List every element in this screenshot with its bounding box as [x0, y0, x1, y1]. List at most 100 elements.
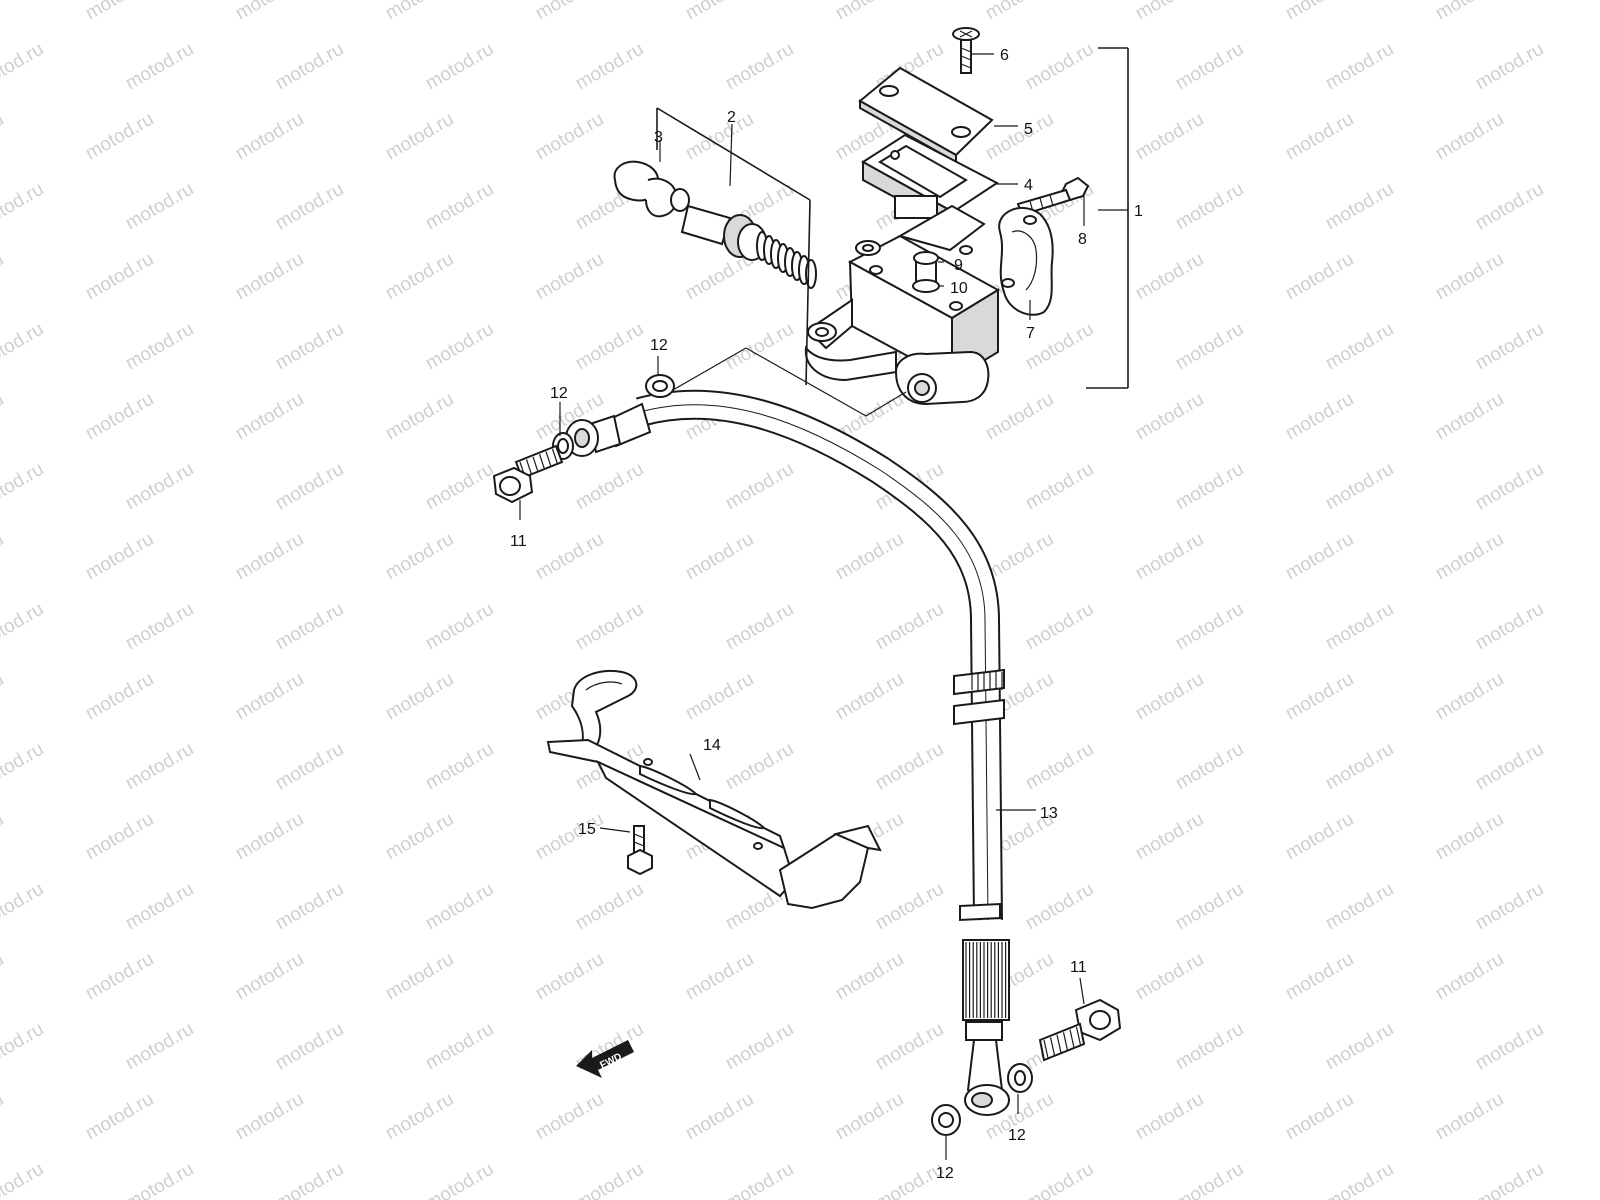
part-12-washer-lower-left — [931, 1104, 961, 1136]
watermark-text: motod.ru — [1282, 529, 1357, 585]
watermark-text: motod.ru — [682, 949, 757, 1005]
watermark-text: motod.ru — [422, 879, 497, 935]
watermark-text: motod.ru — [82, 809, 157, 865]
watermark-text: motod.ru — [0, 1159, 47, 1200]
callout-4: 4 — [1024, 177, 1033, 194]
watermark-text: motod.ru — [232, 249, 307, 305]
watermark-text: motod.ru — [722, 599, 797, 655]
watermark-text: motod.ru — [1472, 179, 1547, 235]
watermark-text: motod.ru — [82, 949, 157, 1005]
callout-labels: 1 2 3 4 5 6 7 8 9 10 11 11 12 12 12 12 1… — [510, 47, 1143, 1182]
callout-9: 9 — [954, 257, 963, 274]
watermark-text: motod.ru — [832, 949, 907, 1005]
watermark-text: motod.ru — [1282, 389, 1357, 445]
watermark-text: motod.ru — [0, 949, 7, 1005]
watermark-text: motod.ru — [422, 319, 497, 375]
watermark-text: motod.ru — [1472, 319, 1547, 375]
watermark-text: motod.ru — [422, 739, 497, 795]
watermark-text: motod.ru — [0, 179, 47, 235]
callout-13: 13 — [1040, 805, 1058, 822]
watermark-text: motod.ru — [82, 0, 157, 24]
watermark-text: motod.ru — [1322, 1159, 1397, 1200]
watermark-text: motod.ru — [572, 39, 647, 95]
watermark-text: motod.ru — [572, 879, 647, 935]
watermark-text: motod.ru — [272, 319, 347, 375]
callout-12-lower-left: 12 — [936, 1165, 954, 1182]
watermark-text: motod.ru — [422, 39, 497, 95]
watermark-text: motod.ru — [1322, 1019, 1397, 1075]
watermark-text: motod.ru — [1472, 459, 1547, 515]
part-2-outline-box — [656, 107, 811, 386]
watermark-text: motod.ru — [532, 109, 607, 165]
watermark-text: motod.ru — [982, 389, 1057, 445]
part-12-washer-lower-right — [1007, 1063, 1033, 1093]
watermark-text: motod.ru — [1172, 459, 1247, 515]
hose-ribs — [965, 672, 1007, 1018]
lower-bolt-threads — [1043, 1026, 1082, 1059]
watermark-text: motod.ru — [1322, 39, 1397, 95]
watermark-text: motod.ru — [1282, 0, 1357, 24]
watermark-text: motod.ru — [1322, 739, 1397, 795]
thread-line — [1056, 1034, 1062, 1053]
watermark-text: motod.ru — [82, 389, 157, 445]
watermark-text: motod.ru — [722, 459, 797, 515]
watermark-text: motod.ru — [1282, 669, 1357, 725]
watermark-text: motod.ru — [272, 599, 347, 655]
watermark-text: motod.ru — [682, 0, 757, 24]
watermark-text: motod.ru — [1432, 949, 1507, 1005]
part-5-reservoir-cap — [858, 66, 994, 164]
watermark-text: motod.ru — [1432, 249, 1507, 305]
piston-spring — [756, 231, 817, 289]
watermark-text: motod.ru — [0, 879, 47, 935]
watermark-text: motod.ru — [1322, 319, 1397, 375]
watermark-text: motod.ru — [872, 739, 947, 795]
watermark-text: motod.ru — [382, 669, 457, 725]
watermark-text: motod.ru — [532, 949, 607, 1005]
watermark-text: motod.ru — [0, 669, 7, 725]
watermark-text: motod.ru — [382, 109, 457, 165]
watermark-text: motod.ru — [572, 599, 647, 655]
watermark-text: motod.ru — [982, 0, 1057, 24]
watermark-text: motod.ru — [1472, 1019, 1547, 1075]
watermark-text: motod.ru — [272, 1019, 347, 1075]
watermark-text: motod.ru — [1132, 1089, 1207, 1145]
watermark-text: motod.ru — [0, 739, 47, 795]
watermark-text: motod.ru — [1132, 949, 1207, 1005]
watermark-text: motod.ru — [532, 809, 607, 865]
watermark-text: motod.ru — [0, 249, 7, 305]
watermark-text: motod.ru — [1282, 949, 1357, 1005]
callout-7: 7 — [1026, 325, 1035, 342]
watermark-text: motod.ru — [1472, 879, 1547, 935]
part-1-bracket — [1086, 47, 1129, 389]
watermark-text: motod.ru — [1322, 179, 1397, 235]
watermark-text: motod.ru — [272, 1159, 347, 1200]
watermark-text: motod.ru — [1472, 39, 1547, 95]
watermark-text: motod.ru — [682, 669, 757, 725]
watermark-text: motod.ru — [0, 389, 7, 445]
watermark-text: motod.ru — [382, 249, 457, 305]
watermark-text: motod.ru — [572, 1159, 647, 1200]
watermark-text: motod.ru — [1472, 1159, 1547, 1200]
callout-8: 8 — [1078, 231, 1087, 248]
watermark-text: motod.ru — [682, 1089, 757, 1145]
hose-guide-lines — [665, 347, 907, 417]
watermark-text: motod.ru — [722, 1159, 797, 1200]
watermark-text: motod.ru — [122, 319, 197, 375]
thread-line — [525, 459, 533, 475]
watermark-text: motod.ru — [232, 809, 307, 865]
watermark-text: motod.ru — [82, 1089, 157, 1145]
watermark-text: motod.ru — [122, 1019, 197, 1075]
watermark-text: motod.ru — [832, 529, 907, 585]
watermark-text: motod.ru — [982, 109, 1057, 165]
part-4-diaphragm — [861, 133, 999, 231]
callout-11-lower: 11 — [1070, 959, 1087, 976]
watermark-text: motod.ru — [1022, 39, 1097, 95]
watermark-text: motod.ru — [682, 529, 757, 585]
watermark-text: motod.ru — [722, 319, 797, 375]
watermark-text: motod.ru — [1022, 739, 1097, 795]
watermark-text: motod.ru — [0, 1019, 47, 1075]
thread-line — [1043, 1039, 1049, 1059]
watermark-text: motod.ru — [1132, 249, 1207, 305]
callout-15: 15 — [578, 821, 596, 838]
watermark-text: motod.ru — [1172, 39, 1247, 95]
